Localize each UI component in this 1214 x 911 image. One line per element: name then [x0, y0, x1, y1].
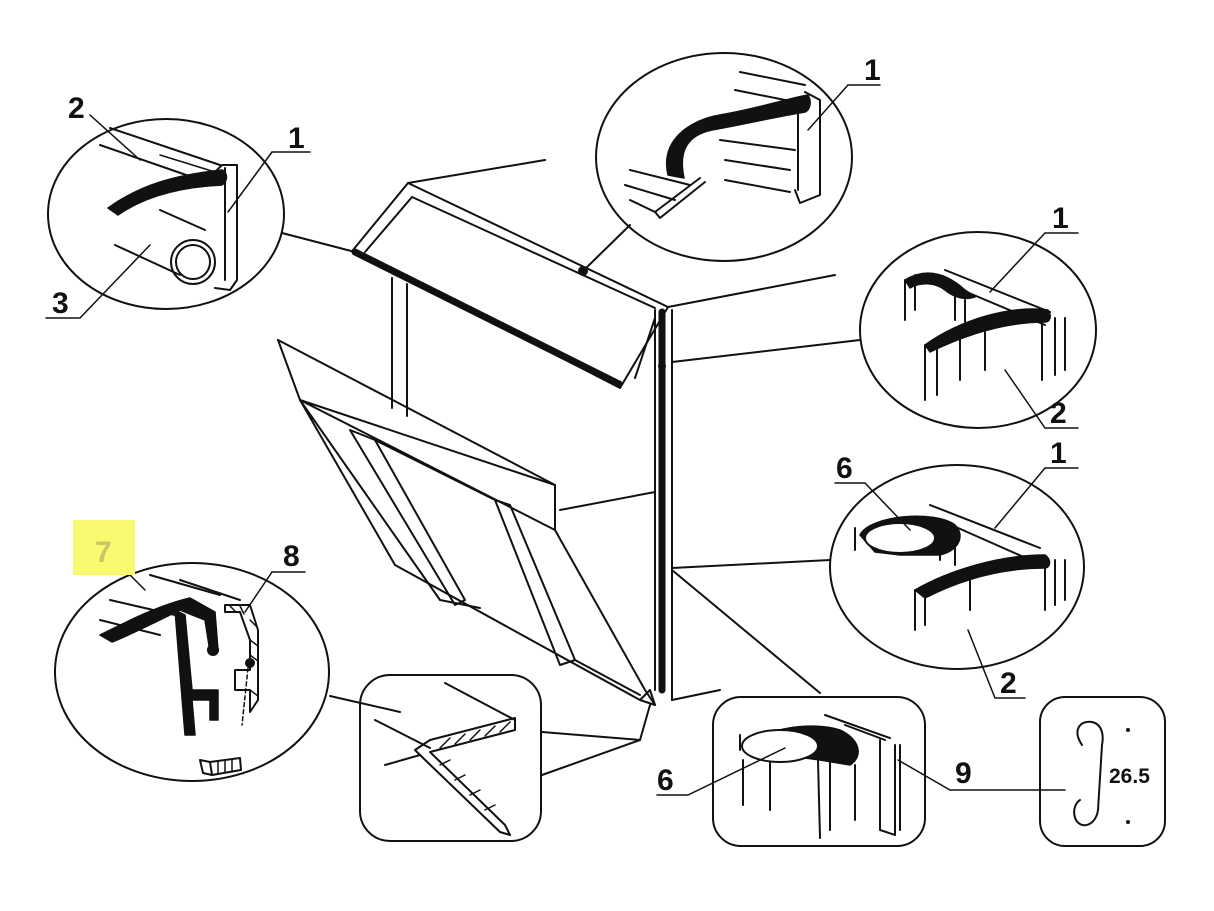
main-body: [277, 159, 861, 776]
label-top-1: 1: [864, 54, 881, 87]
labels: 2 1 3 1 1 2 6 1 2 7 8 6 9 26.5: [52, 54, 1150, 797]
label-tl-3: 3: [52, 287, 69, 320]
label-r2-6: 6: [836, 452, 853, 485]
detail-bottom-center: [656, 696, 1066, 847]
label-r2-1: 1: [1050, 437, 1067, 470]
label-r1-1: 1: [1052, 202, 1069, 235]
highlight-box: [73, 520, 135, 575]
label-bl-8: 8: [283, 540, 300, 573]
label-r2-2: 2: [1000, 667, 1017, 700]
detail-right-2: [829, 464, 1085, 699]
detail-corner-fold: [359, 674, 542, 842]
label-bl-7: 7: [95, 536, 112, 569]
label-tl-1: 1: [288, 122, 305, 155]
label-bc-9: 9: [955, 757, 972, 790]
top-gasket: [351, 248, 623, 388]
detail-right-1: [859, 231, 1097, 429]
dimension-value: 26.5: [1109, 765, 1150, 788]
detail-top-left: [45, 114, 311, 319]
label-tl-2: 2: [68, 92, 85, 125]
detail-hook-dimension: [1039, 696, 1166, 847]
detail-bottom-left: [54, 520, 330, 782]
label-r1-2: 2: [1050, 397, 1067, 430]
label-bc-6: 6: [657, 764, 674, 797]
detail-top: [595, 52, 881, 262]
